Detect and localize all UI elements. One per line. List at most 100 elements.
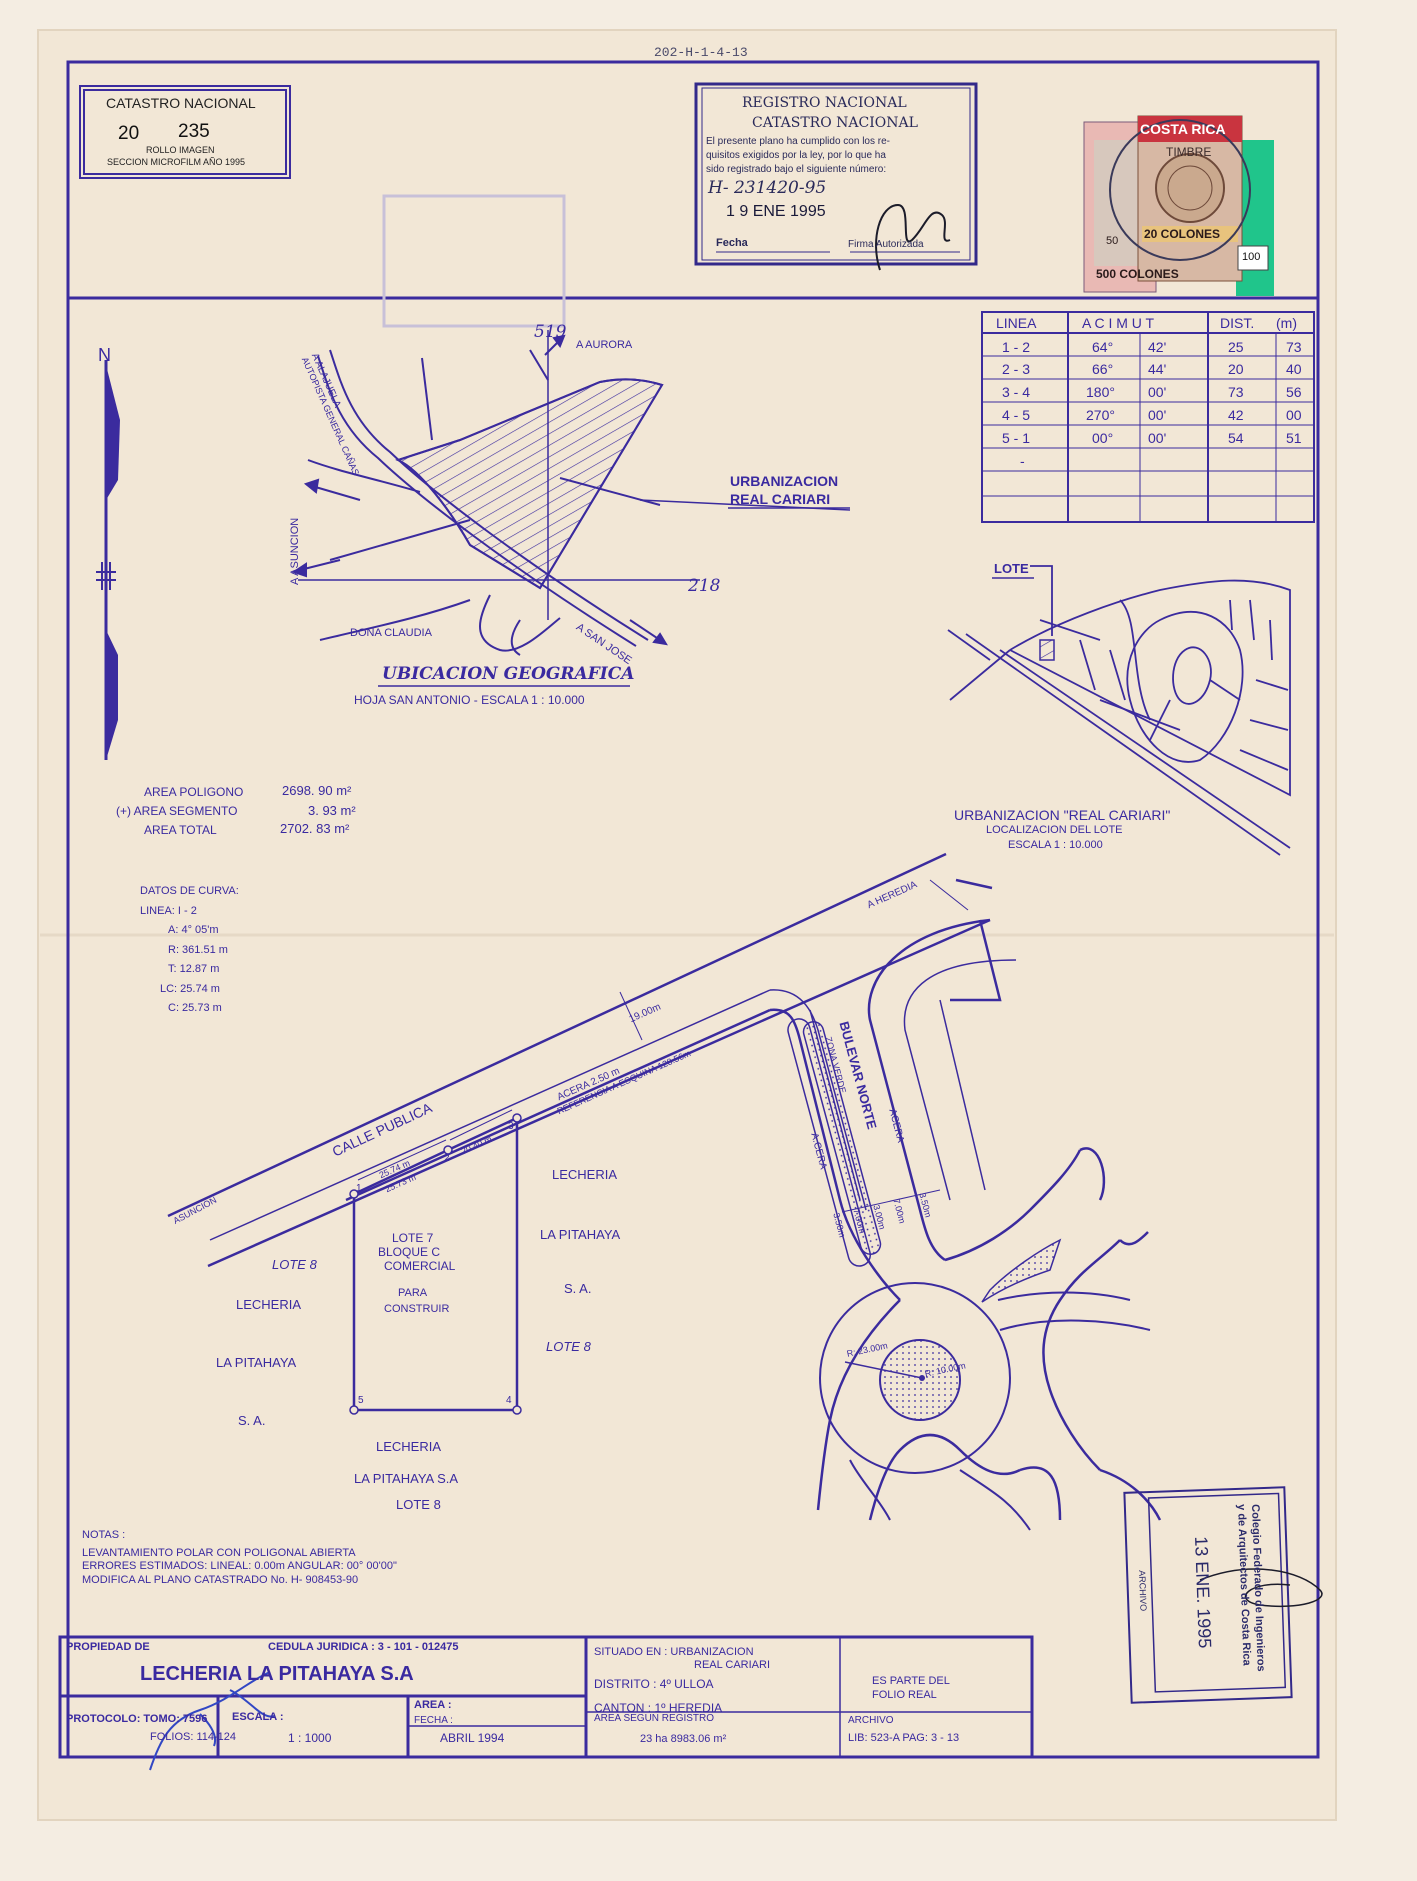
- tb-escala-label: ESCALA :: [232, 1711, 284, 1723]
- plan-vertex-3: 3: [508, 1121, 514, 1132]
- stamp-value1: 20 COLONES: [1144, 227, 1221, 241]
- stamp-small1: 50: [1106, 235, 1119, 247]
- registro-body2: quisitos exigidos por la ley, por lo que…: [706, 150, 886, 161]
- plan-bottom-pitahaya: LA PITAHAYA S.A: [354, 1471, 459, 1486]
- plan-lote7-line5: CONSTRUIR: [384, 1303, 450, 1315]
- plan-right-pitahaya: LA PITAHAYA: [540, 1227, 621, 1242]
- plan-right-lecheria: LECHERIA: [552, 1167, 618, 1182]
- table-row-2-min: 44': [1148, 361, 1167, 377]
- median-zona-verde: [802, 1020, 882, 1256]
- tb-fecha-label: FECHA :: [414, 1715, 453, 1726]
- plan-vertex-5: 5: [358, 1395, 364, 1406]
- main-plan-streets: [167, 852, 1162, 1521]
- tb-owner: LECHERIA LA PITAHAYA S.A: [140, 1663, 414, 1685]
- plan-vertex-4: 4: [506, 1395, 512, 1406]
- table-row-3-deg: 180°: [1086, 384, 1115, 400]
- tb-cedula: CEDULA JURIDICA : 3 - 101 - 012475: [268, 1641, 459, 1653]
- catastro-title: CATASTRO NACIONAL: [106, 95, 256, 111]
- curve-line-3: R: 361.51 m: [168, 944, 228, 956]
- catastro-number-b: 235: [178, 121, 210, 142]
- loc-to-aurora: A AURORA: [576, 339, 633, 351]
- tb-protocolo: PROTOCOLO: TOMO: 7596: [66, 1713, 208, 1725]
- tb-situado: SITUADO EN : URBANIZACION: [594, 1646, 754, 1658]
- header-code: 202-H-1-4-13: [654, 45, 748, 60]
- catastro-rollo: ROLLO IMAGEN: [146, 145, 215, 155]
- tb-propiedad-label: PROPIEDAD DE: [66, 1641, 150, 1653]
- plan-lote7-line4: PARA: [398, 1287, 428, 1299]
- lote-7-polygon: [352, 1116, 519, 1412]
- curve-line-5: LC: 25.74 m: [160, 983, 220, 995]
- curve-line-6: C: 25.73 m: [168, 1002, 222, 1014]
- table-row-3-min: 00': [1148, 384, 1167, 400]
- table-header-linea: LINEA: [996, 315, 1037, 331]
- table-header-acimut: A C I M U T: [1082, 315, 1155, 331]
- colegio-date: 13 ENE. 1995: [1191, 1535, 1215, 1649]
- table-row-1-min: 42': [1148, 339, 1167, 355]
- lotemap-scale: ESCALA 1 : 10.000: [1008, 839, 1103, 851]
- table-row-1-linea: 1 - 2: [1002, 339, 1031, 355]
- table-row-5-min: 00': [1148, 430, 1167, 446]
- plan-lote7-line1: LOTE 7: [392, 1231, 434, 1245]
- area-row2-label: (+) AREA SEGMENTO: [116, 804, 238, 818]
- location-map-arrows: [291, 334, 668, 646]
- registro-date: 1 9 ENE 1995: [726, 203, 826, 220]
- lote-location-map: [947, 565, 1291, 856]
- acimut-table-grid: [981, 311, 1315, 523]
- north-arrow: [96, 360, 120, 760]
- plan-bottom-lote8: LOTE 8: [396, 1497, 441, 1512]
- plan-lote7-line2: BLOQUE C: [378, 1245, 441, 1259]
- area-row2-value: 3. 93 m²: [308, 803, 356, 818]
- owner-signature: [149, 1671, 275, 1771]
- plan-left-pitahaya: LA PITAHAYA: [216, 1355, 297, 1370]
- stamp-small2: 100: [1242, 251, 1261, 263]
- catastro-number-a: 20: [118, 123, 140, 144]
- table-row-5-cm: 51: [1286, 430, 1302, 446]
- notes-line3: MODIFICA AL PLANO CATASTRADO No. H- 9084…: [82, 1574, 359, 1586]
- tb-fecha-value: ABRIL 1994: [440, 1731, 505, 1745]
- area-row3-label: AREA TOTAL: [144, 823, 217, 837]
- tb-folios: FOLIOS: 114-124: [150, 1731, 237, 1743]
- area-row3-value: 2702. 83 m²: [280, 821, 350, 836]
- table-row-4-dist: 42: [1228, 407, 1244, 423]
- stamp-country: COSTA RICA: [1140, 121, 1226, 137]
- registro-number: H- 231420-95: [708, 178, 827, 198]
- table-row-2-linea: 2 - 3: [1002, 361, 1031, 377]
- tb-distrito: DISTRITO : 4º ULLOA: [594, 1677, 714, 1691]
- loc-coord-18: 218: [688, 576, 721, 596]
- table-row-2-deg: 66°: [1092, 361, 1114, 377]
- area-row1-label: AREA POLIGONO: [144, 785, 244, 799]
- table-row-3-dist: 73: [1228, 384, 1244, 400]
- table-row-2-dist: 20: [1228, 361, 1244, 377]
- table-row-5-linea: 5 - 1: [1002, 430, 1031, 446]
- table-row-3-cm: 56: [1286, 384, 1302, 400]
- plan-dimension-lines: [357, 879, 969, 1213]
- notes-title: NOTAS :: [82, 1529, 126, 1541]
- notes-line1: LEVANTAMIENTO POLAR CON POLIGONAL ABIERT…: [82, 1547, 356, 1559]
- table-header-unit: (m): [1276, 315, 1297, 331]
- lote-vertices: [349, 1113, 522, 1415]
- curve-title: DATOS DE CURVA:: [140, 885, 239, 897]
- plan-vertex-1: 1: [356, 1183, 362, 1194]
- loc-to-asuncion: A ASUNCION: [289, 517, 301, 585]
- table-row-2-cm: 40: [1286, 361, 1302, 377]
- tb-area-registro-value: 23 ha 8983.06 m²: [640, 1733, 727, 1745]
- tb-archivo: ARCHIVO: [848, 1715, 894, 1726]
- table-row-3-linea: 3 - 4: [1002, 384, 1031, 400]
- roundabout: [819, 1238, 1151, 1531]
- tb-parte2: FOLIO REAL: [872, 1689, 937, 1701]
- table-row-6-linea: -: [1020, 453, 1025, 469]
- plan-right-sa: S. A.: [564, 1281, 592, 1296]
- plan-vertex-2: 2: [444, 1153, 450, 1164]
- table-row-1-deg: 64°: [1092, 339, 1114, 355]
- plan-left-sa: S. A.: [238, 1413, 266, 1428]
- table-row-4-min: 00': [1148, 407, 1167, 423]
- loc-real-cariari: REAL CARIARI: [730, 491, 831, 507]
- notes-line2: ERRORES ESTIMADOS: LINEAL: 0.00m ANGULAR…: [82, 1560, 397, 1572]
- table-row-5-dist: 54: [1228, 430, 1244, 446]
- loc-subtitle: HOJA SAN ANTONIO - ESCALA 1 : 10.000: [354, 693, 585, 707]
- colegio-side: ARCHIVO: [1137, 1569, 1149, 1612]
- tb-escala-value: 1 : 1000: [288, 1731, 332, 1745]
- colegio-stamp-frame: [1123, 1486, 1293, 1704]
- plan-lote7-line3: COMERCIAL: [384, 1259, 456, 1273]
